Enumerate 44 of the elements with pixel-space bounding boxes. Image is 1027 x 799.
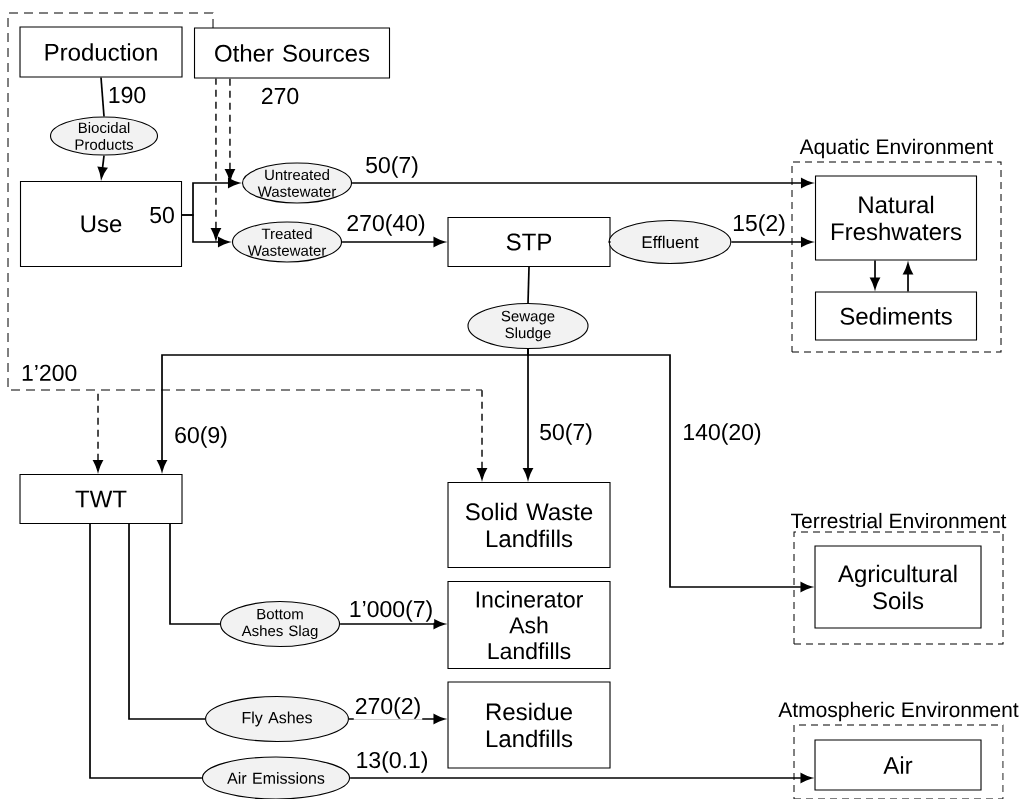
flow-line [89, 523, 203, 779]
flow-arrow [730, 237, 813, 247]
flow-arrow [903, 263, 913, 293]
process-box: STP [447, 216, 611, 268]
flow-line [100, 76, 105, 118]
edge-label: 270(40) [345, 213, 427, 237]
process-box: Natural Freshwaters [814, 175, 978, 261]
edge-label: 13(0.1) [354, 750, 430, 774]
edge-label: 50(7) [364, 155, 420, 179]
flow-arrow [341, 237, 445, 247]
flow-arrow [477, 389, 487, 480]
flow-arrow [339, 619, 445, 629]
flow-line [169, 523, 221, 625]
edge-label: 270(2) [353, 696, 423, 720]
flow-arrow [351, 178, 813, 188]
flow-arrow [870, 259, 880, 289]
process-box: Air [814, 739, 982, 791]
process-box: Production [19, 26, 183, 78]
environment-heading: Aquatic Environment [799, 138, 994, 159]
process-box: Sediments [814, 291, 978, 341]
edge-label: 60(9) [173, 425, 229, 449]
process-box: Agricultural Soils [814, 545, 982, 629]
process-box: TWT [19, 473, 183, 525]
edge-label: 50(7) [538, 422, 594, 446]
flow-arrow [225, 77, 235, 181]
flow-arrow [181, 214, 230, 247]
edge-label: 140(20) [681, 422, 763, 446]
flow-value: 1’200 [22, 364, 77, 381]
flow-arrow [97, 154, 108, 179]
process-box: Incinerator Ash Landfills [447, 580, 611, 670]
environment-heading: Atmospheric Environment [778, 701, 1019, 722]
flow-line [527, 266, 530, 304]
edge-label: 50 [148, 205, 176, 225]
edge-label: 15(2) [731, 213, 787, 237]
process-box: Solid Waste Landfills [447, 481, 611, 569]
flow-line [128, 523, 206, 720]
edge-label: 270 [259, 86, 301, 106]
flow-arrow [527, 348, 812, 592]
flow-arrow [349, 773, 812, 783]
process-box: Residue Landfills [447, 681, 611, 769]
edge-label: 1’000(7) [347, 599, 435, 623]
edge-label: 190 [106, 85, 148, 105]
flow-arrow [211, 77, 221, 240]
environment-heading: Terrestrial Environment [791, 512, 1007, 529]
